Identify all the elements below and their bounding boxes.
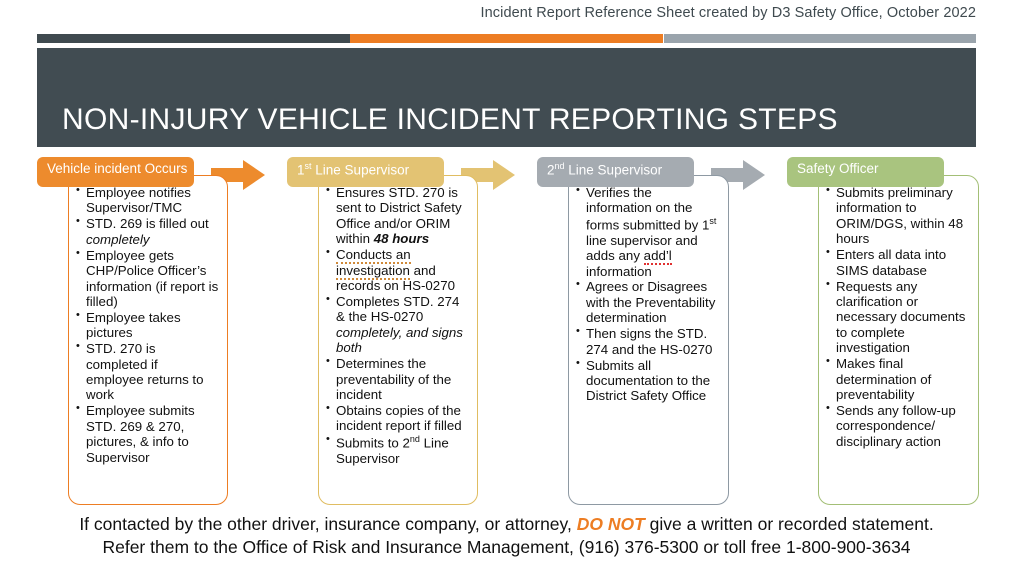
- list-item: Conducts an investigation and records on…: [325, 246, 469, 293]
- list-item: Employee takes pictures: [75, 309, 219, 341]
- step-tab-label-2: 1st Line Supervisor: [297, 161, 410, 178]
- footer: If contacted by the other driver, insura…: [0, 513, 1013, 559]
- flow-arrow-2-icon: [461, 160, 515, 190]
- accent-bar-gray: [664, 34, 976, 43]
- page-title: NON-INJURY VEHICLE INCIDENT REPORTING ST…: [62, 103, 838, 136]
- footer-line-1-before: If contacted by the other driver, insura…: [79, 514, 572, 534]
- flow-arrow-1-icon: [211, 160, 265, 190]
- step-tab-label-4: Safety Officer: [797, 161, 879, 176]
- title-band: NON-INJURY VEHICLE INCIDENT REPORTING ST…: [37, 48, 976, 147]
- list-item: Completes STD. 274 & the HS-0270 complet…: [325, 293, 469, 356]
- step-tab-2[interactable]: 1st Line Supervisor: [287, 157, 444, 187]
- list-item: Employee gets CHP/Police Officer’s infor…: [75, 247, 219, 310]
- step-bullet-list-3: Verifies the information on the forms su…: [575, 184, 720, 404]
- list-item: Enters all data into SIMS database: [825, 246, 970, 278]
- step-tab-3[interactable]: 2nd Line Supervisor: [537, 157, 694, 187]
- step-tab-1[interactable]: Vehicle incident Occurs: [37, 157, 194, 187]
- step-card-3: Verifies the information on the forms su…: [568, 175, 729, 505]
- list-item: Sends any follow-up correspondence/ disc…: [825, 402, 970, 449]
- accent-bar-orange: [350, 34, 663, 43]
- step-bullet-list-4: Submits preliminary information to ORIM/…: [825, 184, 970, 449]
- list-item: Agrees or Disagrees with the Preventabil…: [575, 278, 720, 325]
- step-bullet-list-2: Ensures STD. 270 is sent to District Saf…: [325, 184, 469, 467]
- step-card-1: Employee notifies Supervisor/TMC STD. 26…: [68, 175, 228, 505]
- footer-line-1: If contacted by the other driver, insura…: [0, 513, 1013, 536]
- step-card-4: Submits preliminary information to ORIM/…: [818, 175, 979, 505]
- list-item: Determines the preventability of the inc…: [325, 355, 469, 402]
- list-item: Requests any clarification or necessary …: [825, 278, 970, 356]
- list-item: Employee notifies Supervisor/TMC: [75, 184, 219, 216]
- footer-line-2: Refer them to the Office of Risk and Ins…: [102, 537, 911, 558]
- list-item: Verifies the information on the forms su…: [575, 184, 720, 279]
- list-item: Employee submits STD. 269 & 270, picture…: [75, 402, 219, 465]
- list-item: Submits to 2nd Line Supervisor: [325, 433, 469, 466]
- list-item: Makes final determination of preventabil…: [825, 355, 970, 402]
- process-flow: Vehicle incident Occurs Employee notifie…: [0, 157, 1013, 507]
- list-item: Submits all documentation to the Distric…: [575, 357, 720, 404]
- list-item: STD. 270 is completed if employee return…: [75, 340, 219, 403]
- step-tab-4[interactable]: Safety Officer: [787, 157, 944, 187]
- list-item: Obtains copies of the incident report if…: [325, 402, 469, 434]
- step-card-2: Ensures STD. 270 is sent to District Saf…: [318, 175, 478, 505]
- footer-line-1-after: give a written or recorded statement.: [649, 514, 934, 534]
- list-item: Ensures STD. 270 is sent to District Saf…: [325, 184, 469, 247]
- list-item: Submits preliminary information to ORIM/…: [825, 184, 970, 247]
- credit-line: Incident Report Reference Sheet created …: [480, 5, 976, 21]
- list-item: Then signs the STD. 274 and the HS-0270: [575, 325, 720, 357]
- flow-arrow-3-icon: [711, 160, 765, 190]
- step-bullet-list-1: Employee notifies Supervisor/TMC STD. 26…: [75, 184, 219, 465]
- footer-emphasis: DO NOT: [576, 514, 645, 534]
- step-tab-label-1: Vehicle incident Occurs: [47, 161, 188, 176]
- accent-bar-dark: [37, 34, 350, 43]
- list-item: STD. 269 is filled out completely: [75, 215, 219, 247]
- step-tab-label-3: 2nd Line Supervisor: [547, 161, 663, 178]
